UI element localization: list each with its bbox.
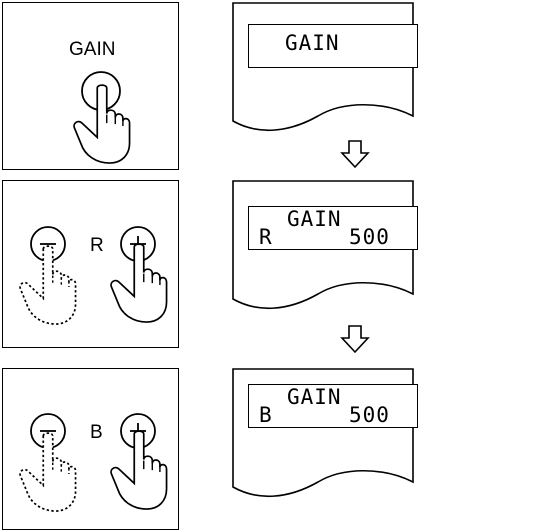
step3-panel: B: [2, 368, 179, 530]
lcd-line1: GAIN: [287, 385, 342, 409]
lcd-line1: GAIN: [287, 207, 342, 231]
step2-lcd-display: GAIN R 500: [248, 206, 418, 250]
down-arrow-icon: [340, 140, 370, 169]
down-arrow-icon: [340, 325, 370, 354]
minus-button[interactable]: [3, 181, 180, 349]
pointing-hand-icon: [110, 430, 168, 510]
step1-paper: [232, 2, 414, 132]
lcd-line2-channel: B: [259, 403, 273, 427]
pointing-hand-icon: [110, 243, 168, 323]
pointing-hand-icon: [73, 84, 131, 164]
r-label: R: [90, 235, 104, 256]
lcd-line1: GAIN: [285, 31, 340, 55]
step1-panel: GAIN: [2, 2, 179, 170]
step2-panel: R: [2, 180, 179, 348]
step1-lcd-display: GAIN: [248, 24, 418, 68]
lcd-line2-value: 500: [349, 403, 390, 427]
step3-lcd-display: GAIN B 500: [248, 384, 418, 428]
lcd-line2-value: 500: [349, 225, 390, 249]
gain-button-label: GAIN: [69, 39, 116, 60]
b-label: B: [90, 422, 103, 443]
lcd-line2-channel: R: [259, 225, 273, 249]
